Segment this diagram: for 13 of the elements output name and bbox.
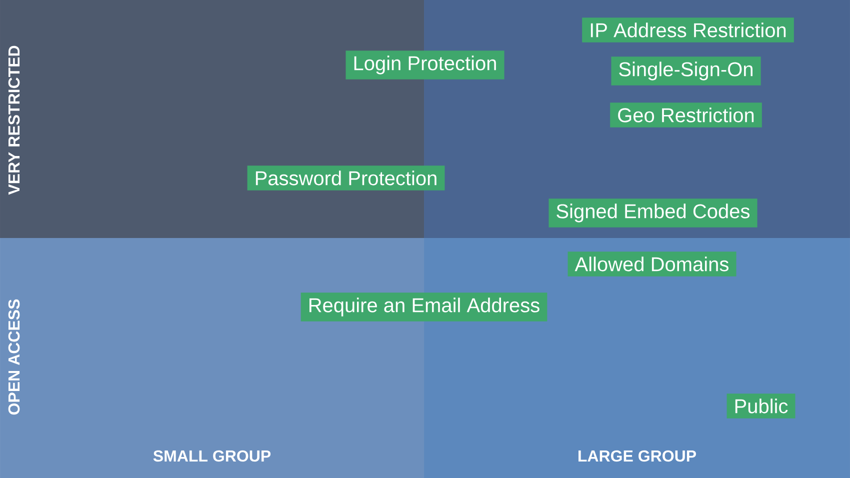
- feature-box: Single-Sign-On: [611, 56, 761, 86]
- axis-label: VERY RESTRICTED: [8, 46, 20, 195]
- axis-label: LARGE GROUP: [578, 450, 696, 462]
- feature-box: Signed Embed Codes: [548, 198, 758, 228]
- axis-label: OPEN ACCESS: [8, 299, 20, 415]
- feature-box: Login Protection: [346, 50, 504, 80]
- feature-box: Geo Restriction: [610, 102, 762, 128]
- feature-box: Password Protection: [247, 166, 445, 190]
- feature-box: IP Address Restriction: [582, 18, 794, 42]
- feature-box: Allowed Domains: [568, 252, 736, 276]
- axis-label: SMALL GROUP: [153, 450, 271, 462]
- feature-box: Public: [726, 394, 796, 418]
- feature-box: Require an Email Address: [300, 292, 548, 322]
